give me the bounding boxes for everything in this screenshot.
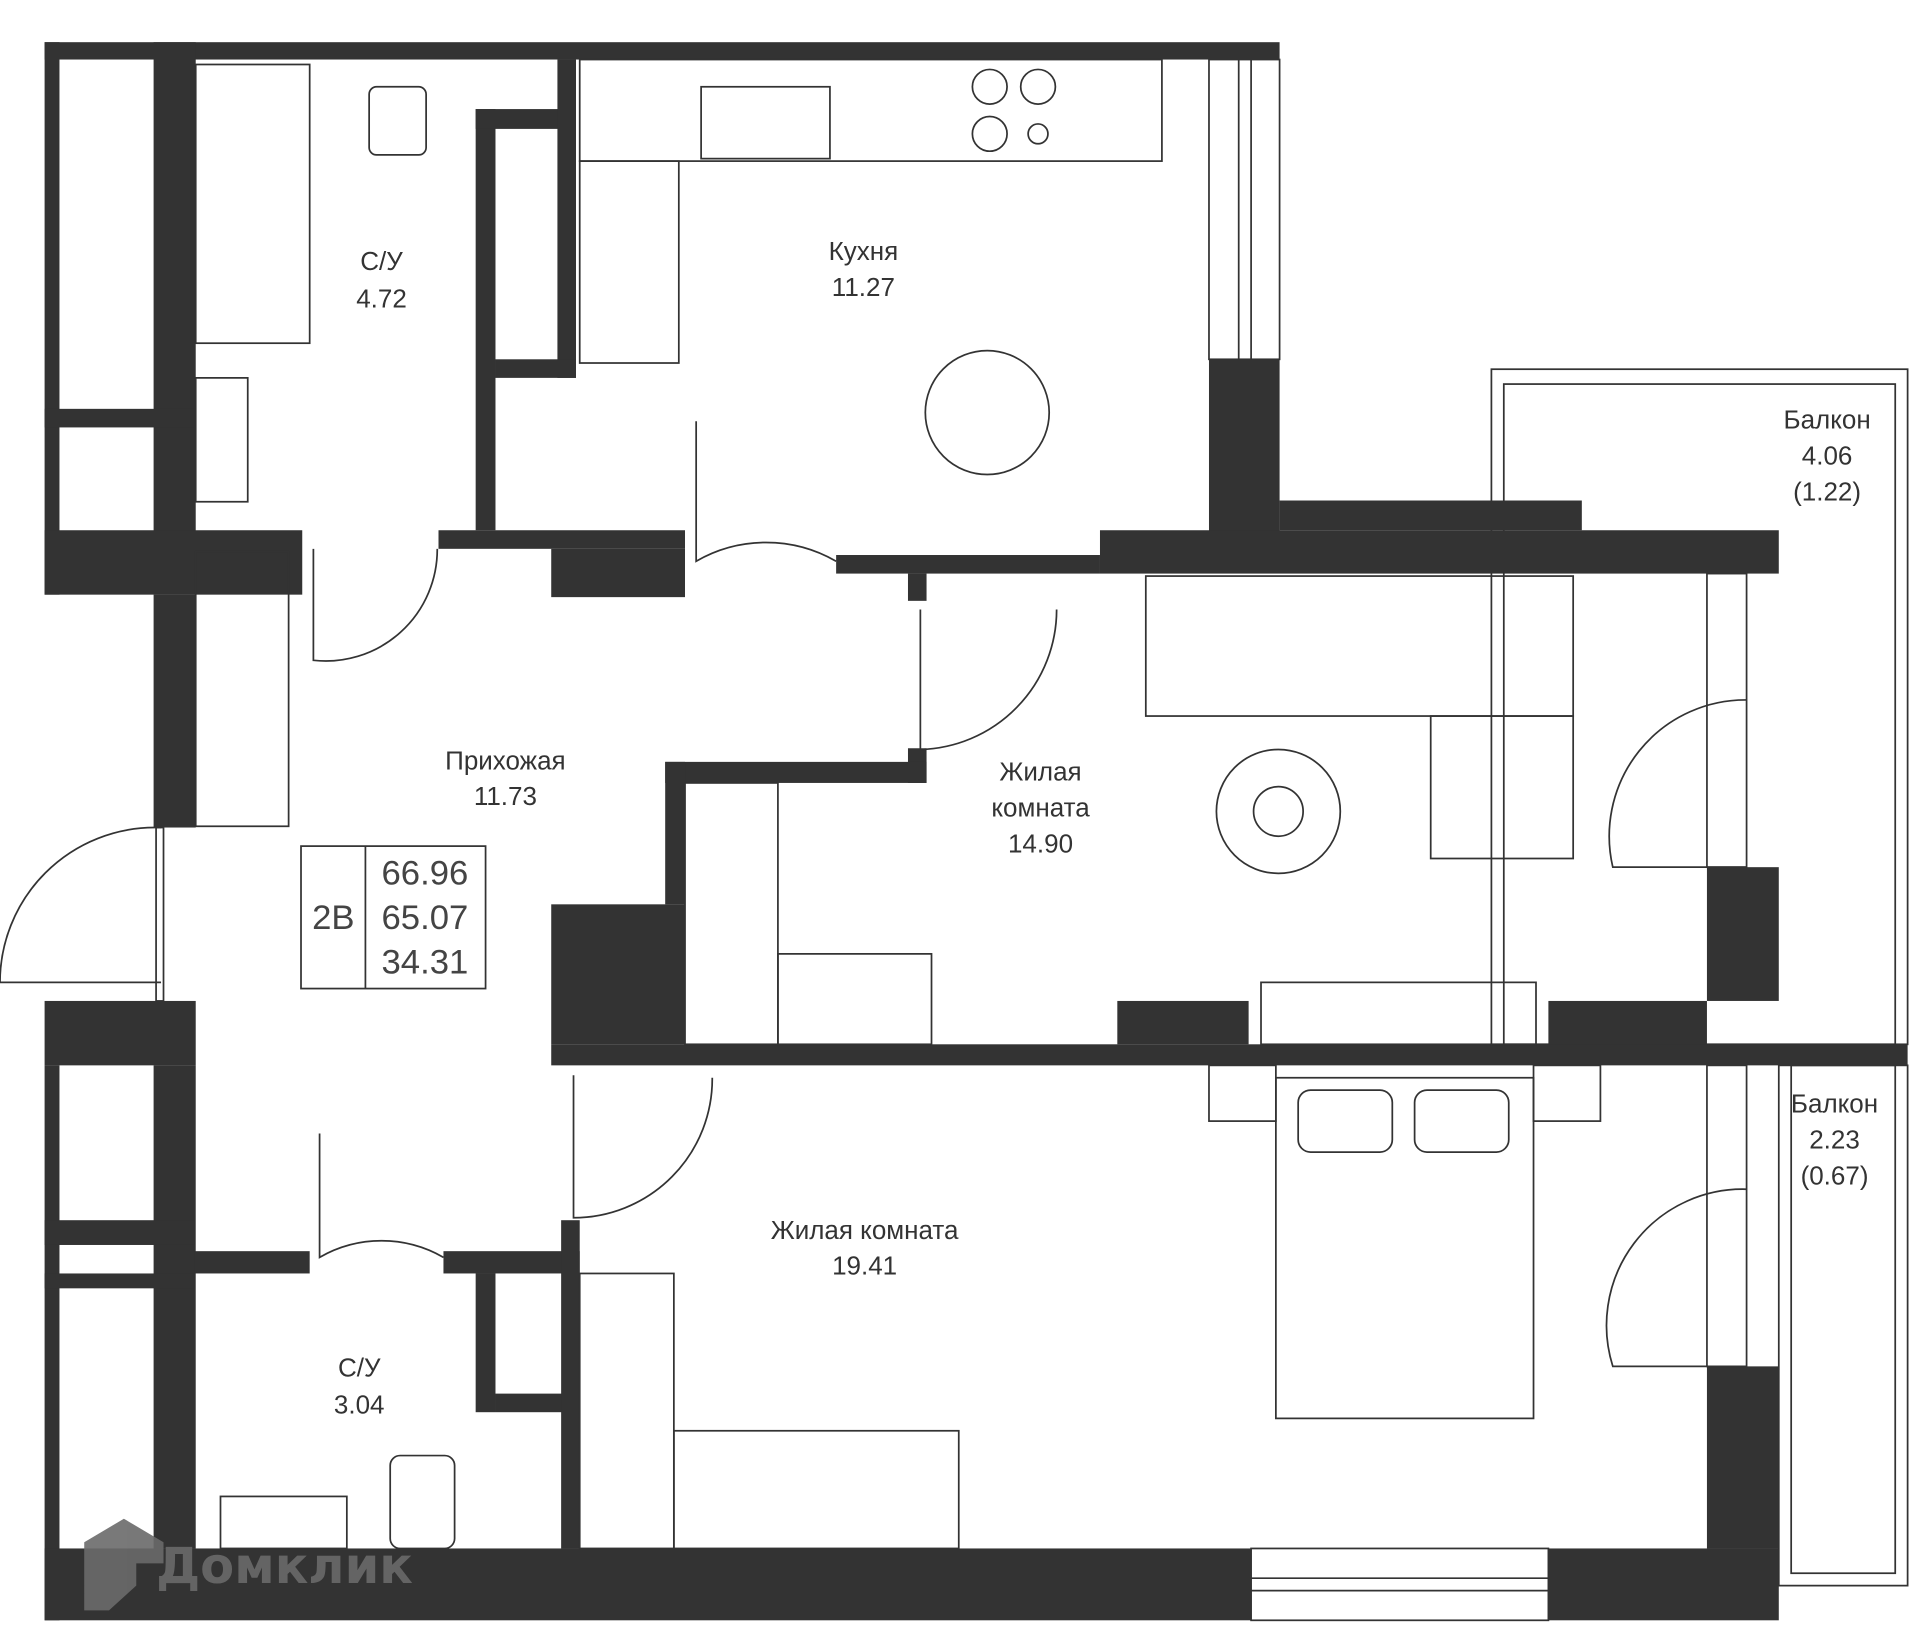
kitchen-counter: [578, 58, 1163, 162]
wardrobe-hall: [194, 550, 290, 828]
apartment-summary: 2В 66.96 65.07 34.31: [300, 845, 487, 990]
room-area: 11.73: [474, 781, 537, 811]
living-area: 34.31: [382, 944, 469, 982]
room-reduced-area: (0.67): [1801, 1160, 1869, 1190]
domclick-watermark: Домклик: [84, 1518, 413, 1611]
room-name: Балкон: [1791, 1088, 1878, 1118]
toilet-icon: [368, 85, 427, 156]
room-area: 2.23: [1809, 1124, 1860, 1154]
area-without-balcony: 65.07: [382, 899, 469, 937]
apartment-type: 2В: [312, 899, 354, 937]
walls: [44, 42, 1908, 1621]
room-name: Жилая: [999, 756, 1081, 786]
total-area: 66.96: [382, 855, 469, 893]
watermark-text: Домклик: [156, 1537, 413, 1595]
room-area: 19.41: [832, 1251, 897, 1281]
toilet-bottom-icon: [389, 1454, 456, 1550]
wardrobe-living1: [684, 782, 779, 1046]
sink-bottom-icon: [219, 1495, 348, 1550]
room-area: 4.06: [1802, 441, 1853, 471]
room-name: С/У: [360, 246, 403, 276]
kitchen-sink-icon: [700, 85, 831, 160]
room-reduced-area: (1.22): [1793, 477, 1861, 507]
room-area: 11.27: [832, 272, 895, 302]
dining-table-icon: [924, 349, 1051, 476]
bathtub-icon: [194, 63, 311, 345]
room-name: Кухня: [829, 236, 899, 266]
desk-icon: [672, 1429, 960, 1550]
room-area: 4.72: [356, 283, 407, 313]
room-name: Балкон: [1784, 405, 1871, 435]
room-area: 14.90: [1008, 828, 1073, 858]
room-labels: С/У 4.72 Кухня 11.27 Прихожая 11.73 Жила…: [334, 236, 1878, 1419]
domclick-logo-icon: [84, 1518, 164, 1611]
room-name: Жилая комната: [771, 1215, 959, 1245]
rug-icon: [1215, 748, 1342, 875]
doors: [0, 421, 1747, 1368]
room-area: 3.04: [334, 1389, 385, 1419]
bed-icon: [1275, 1076, 1535, 1420]
room-name: Прихожая: [445, 745, 565, 775]
room-name: С/У: [338, 1352, 381, 1382]
wardrobe-living2: [578, 1272, 675, 1550]
room-name: комната: [991, 792, 1090, 822]
tv-stand-icon: [1260, 981, 1537, 1046]
furniture: [194, 58, 1602, 1550]
sofa-icon: [1144, 575, 1575, 717]
sink-icon: [194, 377, 249, 503]
